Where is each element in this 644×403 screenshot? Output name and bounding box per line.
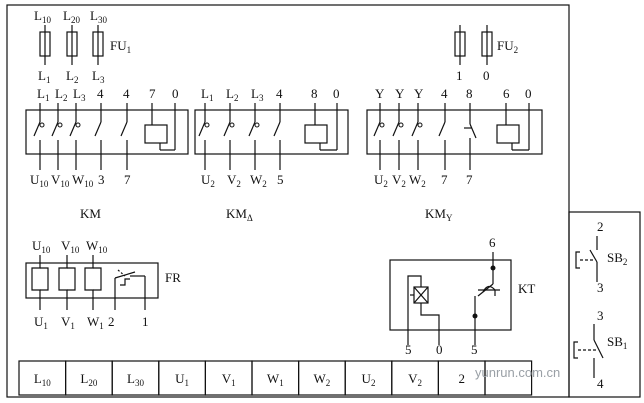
fu1-bottom-label-3: L3 <box>92 68 105 85</box>
terminal-strip: L10 L20 L30 U1 V1 W1 W2 U2 V2 2 <box>18 360 533 396</box>
km-top-label-2: L2 <box>55 86 67 103</box>
kmd-bottom-label-3: W2 <box>250 172 267 189</box>
kmd-top-label-5: 8 <box>311 86 318 101</box>
km-top-label-4: 4 <box>97 86 104 101</box>
fr-bottom-label-2: V1 <box>61 314 75 331</box>
fr-bottom-label-4: 2 <box>108 314 115 329</box>
km-delta-name: KMΔ <box>226 206 253 223</box>
terminal-label: L30 <box>127 371 144 388</box>
km-bottom-label-3: W10 <box>72 172 94 189</box>
km-top-label-1: L1 <box>37 86 49 103</box>
fr-top-label-3: W10 <box>86 238 108 255</box>
terminal-label: V2 <box>408 371 422 388</box>
kmy-top-label-7: 0 <box>525 86 532 101</box>
fr-top-label-1: U10 <box>32 238 51 255</box>
kt-top-label: 6 <box>489 235 496 250</box>
contactor-km: L1 L2 L3 4 4 7 0 U10 V10 W10 3 7 KM <box>25 86 189 221</box>
km-top-label-3: L3 <box>73 86 86 103</box>
kt-label: KT <box>518 281 535 296</box>
sb2-bottom-label: 3 <box>597 280 604 295</box>
terminal-label: W2 <box>314 371 331 388</box>
kmy-top-label-3: Y <box>414 86 424 101</box>
kmd-top-label-2: L2 <box>226 86 238 103</box>
fr-top-label-2: V10 <box>61 238 80 255</box>
kt-bottom-label-2: 0 <box>436 342 443 357</box>
kmy-bottom-label-5: 7 <box>466 172 473 187</box>
sb2-label: SB2 <box>607 250 627 267</box>
kmd-bottom-label-1: U2 <box>201 172 215 189</box>
fuse-fu1: L10 L20 L30 FU1 L1 L2 L3 <box>34 8 131 85</box>
fu2-label: FU2 <box>497 38 518 55</box>
fu1-bottom-label-2: L2 <box>66 68 78 85</box>
kmd-top-label-4: 4 <box>276 86 283 101</box>
button-panel-border <box>568 211 641 398</box>
kmy-top-label-2: Y <box>395 86 405 101</box>
km-bottom-label-1: U10 <box>30 172 49 189</box>
terminal-label: V1 <box>222 371 236 388</box>
terminal-label: 2 <box>458 371 465 386</box>
kmd-top-label-3: L3 <box>251 86 264 103</box>
kmd-bottom-label-2: V2 <box>227 172 241 189</box>
fu2-bottom-label-1: 1 <box>456 68 463 83</box>
kmd-bottom-label-4: 5 <box>277 172 284 187</box>
kmy-bottom-label-4: 7 <box>441 172 448 187</box>
fuse-fu2: FU2 1 0 <box>454 25 518 83</box>
terminal-label: L20 <box>80 371 97 388</box>
time-relay-kt: 6 KT 5 0 5 <box>389 235 535 357</box>
km-bottom-label-2: V10 <box>51 172 70 189</box>
fr-bottom-label-1: U1 <box>34 314 48 331</box>
watermark: yunrun.com.cn <box>475 365 560 380</box>
kmy-top-label-6: 6 <box>503 86 510 101</box>
fu1-top-label-1: L10 <box>34 8 51 25</box>
thermal-relay-fr: U10 V10 W10 U1 V1 W1 2 1 FR <box>25 238 181 331</box>
sb2-top-label: 2 <box>597 219 604 234</box>
fu2-bottom-label-2: 0 <box>483 68 490 83</box>
km-y-name: KMY <box>425 206 453 223</box>
contactor-km-delta: L1 L2 L3 4 8 0 U2 V2 W2 5 KMΔ <box>194 86 349 223</box>
fr-bottom-label-3: W1 <box>87 314 104 331</box>
kmy-top-label-5: 8 <box>466 86 473 101</box>
terminal-label: U1 <box>175 371 189 388</box>
kmd-top-label-6: 0 <box>333 86 340 101</box>
kmy-top-label-4: 4 <box>441 86 448 101</box>
fu1-bottom-label-1: L1 <box>38 68 50 85</box>
sb1-top-label: 3 <box>597 308 604 323</box>
terminal-cell <box>484 360 533 396</box>
main-panel-border <box>6 4 570 398</box>
terminal-label: L10 <box>34 371 51 388</box>
kt-bottom-label-1: 5 <box>405 342 412 357</box>
km-bottom-label-4: 3 <box>98 172 105 187</box>
kmy-bottom-label-2: V2 <box>392 172 406 189</box>
fr-bottom-label-5: 1 <box>142 314 149 329</box>
sb1-bottom-label: 4 <box>597 376 604 391</box>
fu1-top-label-3: L30 <box>90 8 107 25</box>
fr-label: FR <box>165 270 181 285</box>
kmy-bottom-label-3: W2 <box>409 172 426 189</box>
km-top-label-5: 4 <box>123 86 130 101</box>
km-name: KM <box>80 206 101 221</box>
push-button-sb2: 2 SB2 3 <box>575 219 627 295</box>
kmy-top-label-1: Y <box>375 86 385 101</box>
kmd-top-label-1: L1 <box>201 86 213 103</box>
km-bottom-label-5: 7 <box>124 172 131 187</box>
fu1-label: FU1 <box>110 38 131 55</box>
kt-bottom-label-3: 5 <box>471 342 478 357</box>
kmy-bottom-label-1: U2 <box>374 172 388 189</box>
contactor-km-y: Y Y Y 4 8 6 0 U2 V2 W2 7 7 KMY <box>366 86 543 223</box>
terminal-label: W1 <box>267 371 284 388</box>
km-top-label-6: 7 <box>149 86 156 101</box>
fu1-top-label-2: L20 <box>63 8 80 25</box>
terminal-label: U2 <box>362 371 376 388</box>
sb1-label: SB1 <box>607 334 627 351</box>
push-button-sb1: 3 SB1 4 <box>573 308 627 391</box>
km-top-label-7: 0 <box>172 86 179 101</box>
